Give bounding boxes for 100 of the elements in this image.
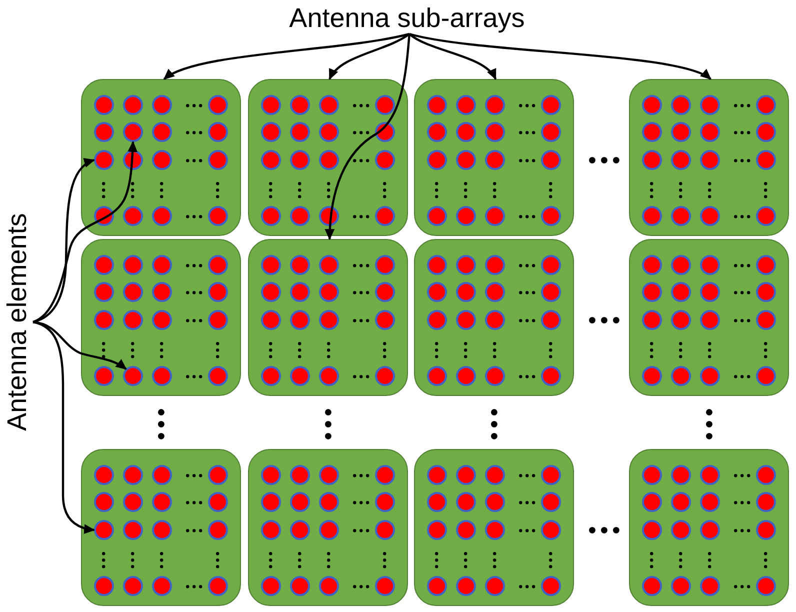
- antenna-element-dot: [427, 576, 447, 596]
- antenna-element-dot: [290, 95, 310, 115]
- antenna-element-dot: [290, 150, 310, 170]
- antenna-element-dot: [700, 492, 720, 512]
- antenna-element-dot: [152, 206, 172, 226]
- antenna-element-dot: [700, 366, 720, 386]
- antenna-element-dot: [261, 282, 281, 302]
- antenna-element-dot: [671, 366, 691, 386]
- antenna-element-dot: [290, 310, 310, 330]
- antenna-element-dot: [427, 95, 447, 115]
- antenna-element-dot: [671, 122, 691, 142]
- leader-arrow: [324, 34, 410, 240]
- antenna-element-dot: [671, 95, 691, 115]
- leader-arrow: [32, 159, 95, 324]
- antenna-element-dot: [123, 206, 143, 226]
- antenna-element-dot: [261, 255, 281, 275]
- antenna-element-dot: [756, 310, 776, 330]
- antenna-element-dot: [427, 122, 447, 142]
- antenna-element-dot: [456, 150, 476, 170]
- antenna-element-dot: [485, 492, 505, 512]
- antenna-element-dot: [541, 282, 561, 302]
- antenna-element-dot: [642, 255, 662, 275]
- antenna-element-dot: [319, 520, 339, 540]
- antenna-element-dot: [375, 492, 395, 512]
- antenna-element-dot: [671, 520, 691, 540]
- antenna-element-dot: [261, 576, 281, 596]
- antenna-element-dot: [456, 122, 476, 142]
- antenna-element-dot: [375, 206, 395, 226]
- antenna-element-dot: [94, 492, 114, 512]
- leader-arrow: [328, 33, 410, 80]
- antenna-element-dot: [208, 492, 228, 512]
- antenna-element-dot: [123, 255, 143, 275]
- antenna-element-dot: [642, 150, 662, 170]
- callout-label: Antenna elements: [2, 213, 33, 431]
- antenna-element-dot: [671, 310, 691, 330]
- antenna-element-dot: [375, 310, 395, 330]
- antenna-element-dot: [208, 95, 228, 115]
- antenna-element-dot: [208, 255, 228, 275]
- antenna-element-dot: [123, 576, 143, 596]
- antenna-element-dot: [290, 366, 310, 386]
- antenna-element-dot: [485, 366, 505, 386]
- antenna-element-dot: [541, 255, 561, 275]
- antenna-element-dot: [375, 95, 395, 115]
- antenna-element-dot: [700, 465, 720, 485]
- antenna-element-dot: [700, 576, 720, 596]
- antenna-element-dot: [94, 150, 114, 170]
- antenna-element-dot: [756, 255, 776, 275]
- antenna-element-dot: [375, 150, 395, 170]
- antenna-element-dot: [319, 576, 339, 596]
- antenna-element-dot: [261, 150, 281, 170]
- antenna-element-dot: [427, 492, 447, 512]
- antenna-element-dot: [642, 95, 662, 115]
- subarray-panel: [629, 79, 789, 236]
- antenna-element-dot: [152, 492, 172, 512]
- antenna-element-dot: [485, 465, 505, 485]
- callout-label: Antenna sub-arrays: [289, 3, 525, 34]
- antenna-element-dot: [152, 465, 172, 485]
- antenna-element-dot: [541, 492, 561, 512]
- antenna-element-dot: [290, 492, 310, 512]
- subarray-panel: [414, 239, 574, 396]
- antenna-element-dot: [485, 95, 505, 115]
- antenna-element-dot: [290, 206, 310, 226]
- antenna-element-dot: [261, 520, 281, 540]
- subarray-panel: [248, 79, 408, 236]
- antenna-element-dot: [642, 366, 662, 386]
- antenna-element-dot: [756, 492, 776, 512]
- subarray-panel: [248, 449, 408, 606]
- antenna-element-dot: [208, 465, 228, 485]
- antenna-element-dot: [756, 122, 776, 142]
- antenna-element-dot: [261, 95, 281, 115]
- leader-arrow: [408, 33, 497, 80]
- antenna-element-dot: [375, 520, 395, 540]
- antenna-element-dot: [642, 520, 662, 540]
- antenna-element-dot: [319, 95, 339, 115]
- antenna-element-dot: [261, 310, 281, 330]
- antenna-element-dot: [642, 465, 662, 485]
- antenna-element-dot: [456, 206, 476, 226]
- subarray-panel: [414, 449, 574, 606]
- antenna-element-dot: [261, 122, 281, 142]
- antenna-element-dot: [427, 310, 447, 330]
- antenna-element-dot: [756, 95, 776, 115]
- antenna-element-dot: [541, 310, 561, 330]
- antenna-element-dot: [208, 520, 228, 540]
- antenna-element-dot: [427, 255, 447, 275]
- antenna-element-dot: [290, 520, 310, 540]
- antenna-element-dot: [700, 310, 720, 330]
- antenna-element-dot: [642, 122, 662, 142]
- antenna-element-dot: [700, 150, 720, 170]
- antenna-element-dot: [319, 465, 339, 485]
- antenna-element-dot: [485, 255, 505, 275]
- antenna-element-dot: [152, 520, 172, 540]
- antenna-element-dot: [208, 366, 228, 386]
- antenna-element-dot: [94, 465, 114, 485]
- antenna-element-dot: [123, 366, 143, 386]
- antenna-element-dot: [541, 465, 561, 485]
- antenna-element-dot: [541, 122, 561, 142]
- antenna-element-dot: [756, 282, 776, 302]
- subarray-panel: [248, 239, 408, 396]
- antenna-element-dot: [208, 122, 228, 142]
- antenna-element-dot: [700, 206, 720, 226]
